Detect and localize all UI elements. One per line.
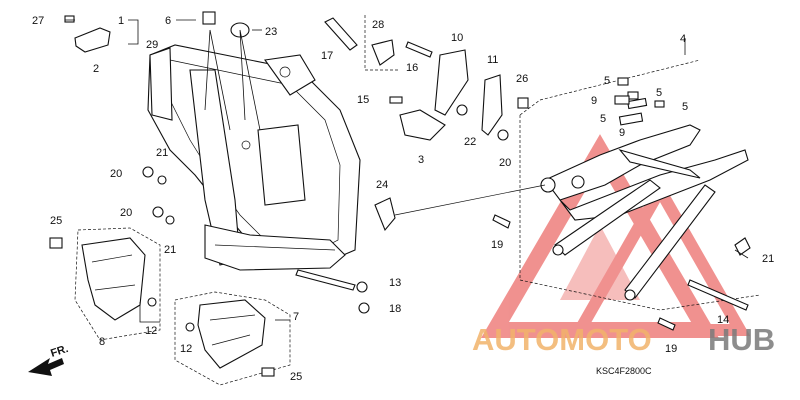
callout-10: 10 <box>451 32 463 44</box>
callout-2: 2 <box>93 63 99 75</box>
front-direction-arrow: FR. <box>28 343 70 376</box>
callout-4: 4 <box>680 33 686 45</box>
callout-5b: 5 <box>656 87 662 99</box>
frame-body <box>147 44 361 271</box>
callout-25b: 25 <box>290 371 302 383</box>
callout-5a: 5 <box>604 75 610 87</box>
watermark-auto: AUTOMOTO <box>472 322 652 357</box>
diagram-code: KSC4F2800C <box>596 366 652 376</box>
callout-26: 26 <box>516 73 528 85</box>
callout-16: 16 <box>406 62 418 74</box>
frame-guard-left <box>74 227 161 341</box>
callout-6: 6 <box>165 15 171 27</box>
callout-1: 1 <box>118 15 124 27</box>
callout-18: 18 <box>389 303 401 315</box>
callout-9b: 9 <box>619 127 625 139</box>
callout-24: 24 <box>376 179 388 191</box>
callout-28: 28 <box>372 19 384 31</box>
callout-20c: 20 <box>499 157 511 169</box>
callout-27: 27 <box>32 15 44 27</box>
callout-17: 17 <box>321 50 333 62</box>
callout-21a: 21 <box>156 147 168 159</box>
sub-frame <box>519 59 761 311</box>
callout-9a: 9 <box>591 95 597 107</box>
small-parts <box>49 11 749 377</box>
callout-25a: 25 <box>50 215 62 227</box>
callout-21b: 21 <box>164 244 176 256</box>
callout-20b: 20 <box>120 207 132 219</box>
callout-5c: 5 <box>682 101 688 113</box>
callout-13: 13 <box>389 277 401 289</box>
arrow-left-icon <box>28 358 64 376</box>
callout-22: 22 <box>464 136 476 148</box>
front-label: FR. <box>49 343 70 360</box>
leader-lines <box>65 19 749 323</box>
callout-5d: 5 <box>600 113 606 125</box>
callout-29: 29 <box>146 39 158 51</box>
callout-12b: 12 <box>180 343 192 355</box>
callout-19a: 19 <box>491 239 503 251</box>
watermark-hub: HUB <box>708 322 775 357</box>
frame-guard-right <box>174 291 291 386</box>
callout-15: 15 <box>357 94 369 106</box>
callout-7: 7 <box>293 311 299 323</box>
callout-20a: 20 <box>110 168 122 180</box>
watermark-logo <box>481 134 751 338</box>
watermark-text: AUTOMOTO HUB <box>472 322 775 357</box>
callout-3: 3 <box>418 154 424 166</box>
callout-11: 11 <box>487 54 498 66</box>
callout-8: 8 <box>99 336 105 348</box>
callout-19b: 19 <box>665 343 677 355</box>
callout-14: 14 <box>717 314 729 326</box>
callout-12a: 12 <box>145 325 157 337</box>
callout-23: 23 <box>265 26 277 38</box>
callout-labels: 1 2 3 4 5 5 5 5 6 7 8 9 9 10 11 12 12 13… <box>32 15 774 383</box>
callout-21c: 21 <box>762 253 774 265</box>
